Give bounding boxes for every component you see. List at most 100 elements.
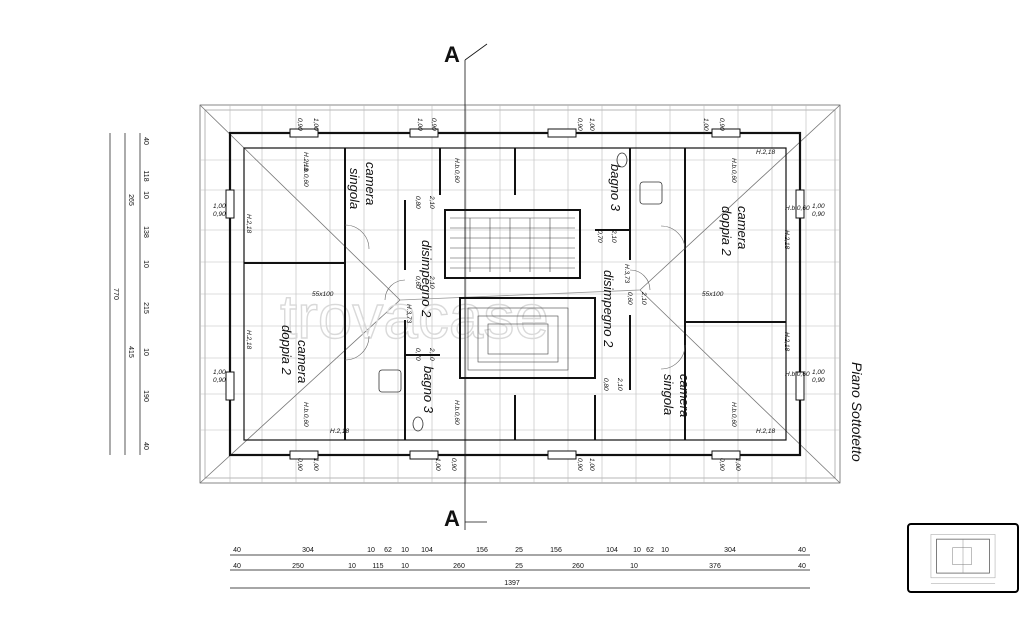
dimension-label: 40	[142, 442, 149, 450]
dimension-label: 25	[515, 547, 523, 554]
dimension-label: 104	[421, 547, 433, 554]
note-window-r1-090: 0,90	[812, 211, 825, 218]
note-hb060-bl: H.b.0,60	[302, 402, 309, 427]
note-window-b4-090: 0,90	[718, 458, 725, 471]
dimension-label: 190	[142, 390, 149, 402]
dimension-label: 304	[724, 547, 736, 554]
room-camera-doppia-bottom-2: doppia 2	[279, 325, 294, 376]
dimension-label: 10	[401, 547, 409, 554]
section-mark-top: A	[444, 42, 460, 67]
note-h218-tl: H.2,18	[302, 152, 309, 172]
dimension-label: 118	[142, 170, 149, 181]
dimension-label: 10	[401, 563, 409, 570]
roof-battens	[200, 159, 840, 431]
note-window-t2-090: 0,90	[430, 118, 437, 131]
note-hb060-tr: H.b.0,60	[730, 158, 737, 183]
note-window-t3-100: 1,00	[588, 118, 595, 131]
note-h218-br: H.2,18	[756, 428, 776, 435]
dimension-label: 260	[453, 563, 465, 570]
dimension-label: 10	[661, 547, 669, 554]
room-camera-doppia-bottom-1: camera	[295, 340, 310, 383]
room-camera-doppia-top-2: doppia 2	[719, 206, 734, 257]
door-swings	[344, 224, 686, 370]
dimension-label: 376	[709, 563, 721, 570]
note-door-r3-210: 2,10	[616, 377, 623, 391]
windows	[225, 128, 805, 460]
note-h218-l1: H.2,18	[245, 214, 252, 234]
note-window-b2-090: 0,90	[450, 458, 457, 471]
note-window-t2-100: 1,00	[416, 118, 423, 131]
dimension-label: 10	[142, 348, 149, 356]
note-door-r2-060: 0,60	[626, 292, 633, 305]
note-door-l3-210: 2,10	[428, 347, 435, 361]
dimension-lines	[109, 133, 810, 589]
note-window-b3-100: 1,00	[588, 458, 595, 471]
note-hb060-bc: H.b.0,60	[453, 400, 460, 425]
note-door-l-210: 2,10	[428, 195, 435, 209]
staircase	[450, 217, 575, 371]
note-hb060-br: H.b.0,60	[730, 402, 737, 427]
dimension-label: 10	[142, 260, 149, 268]
note-window-t1-100: 1,00	[312, 118, 319, 131]
note-window-t3-090: 0,90	[576, 118, 583, 131]
room-camera-singola-top-1: camera	[363, 162, 378, 205]
sanitary-fixtures	[378, 152, 663, 432]
room-camera-doppia-top-1: camera	[735, 206, 750, 249]
dimension-label: 10	[367, 547, 375, 554]
note-door-l2-060: 0,60	[414, 276, 421, 289]
room-bagno-top: bagno 3	[608, 164, 623, 212]
dimension-left-total: 770	[112, 288, 119, 300]
note-box-l: 55x100	[312, 291, 334, 298]
room-disimpegno-right: disimpegno 2	[601, 270, 616, 348]
watermark: trovacase	[280, 283, 549, 352]
note-window-b1-100: 1,00	[312, 458, 319, 471]
note-window-l2-090: 0,90	[213, 377, 226, 384]
note-box-r: 55x100	[702, 291, 724, 298]
note-h218-bl: H.2,18	[330, 428, 350, 435]
minimap[interactable]	[907, 523, 1019, 593]
dimension-label: 250	[292, 563, 304, 570]
note-hb060-r: H.b.0,60	[785, 205, 810, 212]
dimension-label: 260	[572, 563, 584, 570]
dimension-label: 115	[372, 563, 383, 570]
note-window-t4-100: 1,00	[702, 118, 709, 131]
note-window-l1-090: 0,90	[213, 211, 226, 218]
room-camera-singola-top-2: singola	[347, 168, 362, 209]
note-door-l3-070: 0,70	[414, 348, 421, 361]
minimap-thumbnail	[930, 534, 996, 584]
dimension-label: 415	[127, 346, 134, 358]
note-door-r3-080: 0,80	[602, 378, 609, 391]
dimension-label: 156	[476, 547, 488, 554]
note-window-r2-100: 1,00	[812, 369, 825, 376]
dimension-label: 62	[646, 547, 654, 554]
dimension-label: 10	[142, 191, 149, 199]
note-window-l1-100: 1,00	[213, 203, 226, 210]
note-window-b3-090: 0,90	[576, 458, 583, 471]
note-window-t1-090: 0,90	[296, 118, 303, 131]
note-hb060-r2: H.b.0,60	[785, 371, 810, 378]
section-mark-bottom: A	[444, 506, 460, 531]
room-disimpegno-left: disimpegno 2	[419, 240, 434, 318]
note-window-b1-090: 0,90	[296, 458, 303, 471]
dimension-label: 62	[384, 547, 392, 554]
note-window-r1-100: 1,00	[812, 203, 825, 210]
note-door-r-210: 2,10	[610, 229, 617, 243]
dimension-label: 40	[798, 547, 806, 554]
dimension-label: 104	[606, 547, 618, 554]
room-bagno-bottom: bagno 3	[421, 366, 436, 414]
note-h218-r2: H.2,18	[783, 332, 790, 352]
note-hb060-tl: H.b.0,60	[302, 162, 309, 187]
room-camera-singola-bottom-1: camera	[677, 374, 692, 417]
dimension-label: 156	[550, 547, 562, 554]
note-door-l-080: 0,80	[414, 196, 421, 209]
dimension-label: 40	[233, 563, 241, 570]
dimension-label: 10	[630, 563, 638, 570]
dimension-label: 138	[142, 226, 149, 238]
dimension-label: 40	[798, 563, 806, 570]
note-h218-tr: H.2,18	[756, 149, 776, 156]
